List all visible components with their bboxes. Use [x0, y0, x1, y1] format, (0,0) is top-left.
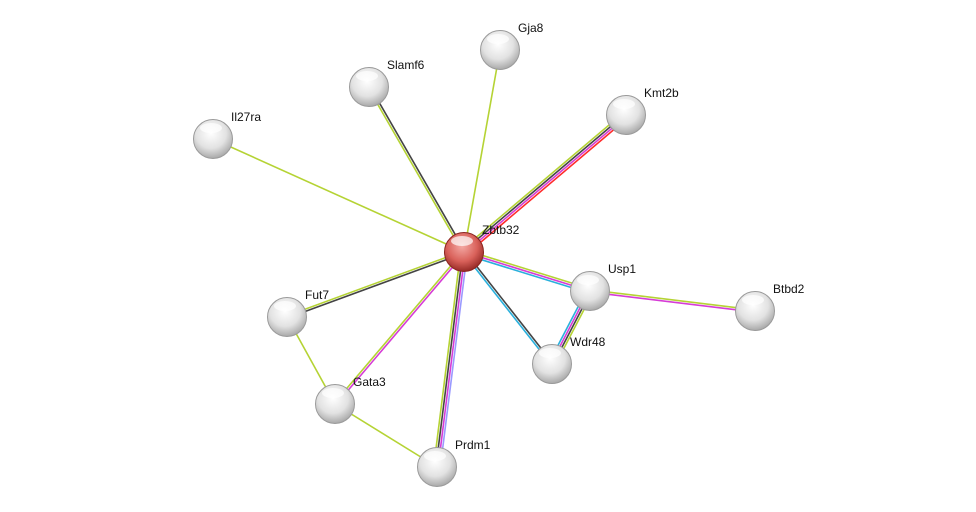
node-label: Fut7: [305, 288, 329, 302]
edge-evidence-line: [333, 250, 464, 404]
edge-evidence-line: [464, 115, 628, 254]
edge-zbtb32-fut7[interactable]: [286, 250, 465, 319]
node-highlight: [539, 348, 561, 358]
edge-evidence-line: [432, 251, 462, 467]
node-label: Btbd2: [773, 282, 805, 296]
edge-evidence-line: [435, 251, 464, 467]
edge-zbtb32-gja8[interactable]: [463, 49, 501, 253]
node-label: Slamf6: [387, 58, 425, 72]
edge-evidence-line: [463, 253, 590, 294]
edge-evidence-line: [367, 87, 464, 253]
edge-evidence-line: [463, 251, 591, 292]
node-highlight: [613, 99, 635, 109]
node-highlight: [487, 34, 509, 44]
node-highlight: [200, 123, 222, 133]
node-highlight: [424, 451, 446, 461]
node-highlight: [356, 71, 378, 81]
edge-usp1-btbd2[interactable]: [589, 289, 756, 313]
node-label: Zbtb32: [482, 223, 520, 237]
edge-zbtb32-slamf6[interactable]: [367, 86, 466, 253]
node-label: Kmt2b: [644, 86, 679, 100]
edge-zbtb32-gata3[interactable]: [333, 250, 466, 406]
edge-evidence-line: [462, 113, 626, 252]
node-highlight: [274, 301, 296, 311]
edge-evidence-line: [464, 250, 554, 364]
edge-evidence-line: [461, 111, 625, 251]
node-highlight: [322, 388, 344, 398]
node-highlight: [577, 275, 599, 285]
node-label: Gja8: [518, 21, 544, 35]
node-label: Prdm1: [455, 438, 491, 452]
node-label: Usp1: [608, 262, 636, 276]
node-gja8[interactable]: Gja8: [480, 21, 544, 70]
edge-zbtb32-wdr48[interactable]: [462, 250, 554, 366]
edge-evidence-line: [590, 289, 756, 311]
node-btbd2[interactable]: Btbd2: [735, 282, 805, 331]
node-highlight: [451, 236, 473, 246]
edge-zbtb32-il27ra[interactable]: [212, 138, 465, 253]
node-gata3[interactable]: Gata3: [315, 375, 387, 424]
edge-evidence-line: [212, 138, 465, 253]
node-label: Wdr48: [570, 335, 606, 349]
edge-evidence-line: [465, 116, 629, 256]
node-usp1[interactable]: Usp1: [570, 262, 637, 311]
edge-evidence-line: [462, 252, 552, 366]
node-wdr48[interactable]: Wdr48: [532, 335, 606, 384]
node-fut7[interactable]: Fut7: [267, 288, 330, 337]
node-il27ra[interactable]: Il27ra: [193, 110, 262, 159]
edge-zbtb32-kmt2b[interactable]: [461, 111, 629, 256]
edge-evidence-line: [437, 252, 466, 468]
edge-zbtb32-usp1[interactable]: [463, 249, 591, 294]
node-zbtb32[interactable]: Zbtb32: [444, 223, 520, 272]
edge-evidence-line: [369, 86, 466, 252]
node-label: Il27ra: [231, 110, 261, 124]
edge-evidence-line: [589, 291, 755, 313]
edge-evidence-line: [464, 249, 591, 290]
node-slamf6[interactable]: Slamf6: [349, 58, 425, 107]
edge-zbtb32-prdm1[interactable]: [432, 251, 469, 468]
edge-evidence-line: [463, 49, 501, 253]
node-label: Gata3: [353, 375, 386, 389]
node-prdm1[interactable]: Prdm1: [417, 438, 491, 487]
edge-evidence-line: [439, 252, 469, 468]
node-kmt2b[interactable]: Kmt2b: [606, 86, 680, 135]
edge-evidence-line: [287, 252, 465, 319]
node-highlight: [742, 295, 764, 305]
edge-evidence-line: [286, 250, 464, 317]
edge-evidence-line: [335, 252, 466, 406]
